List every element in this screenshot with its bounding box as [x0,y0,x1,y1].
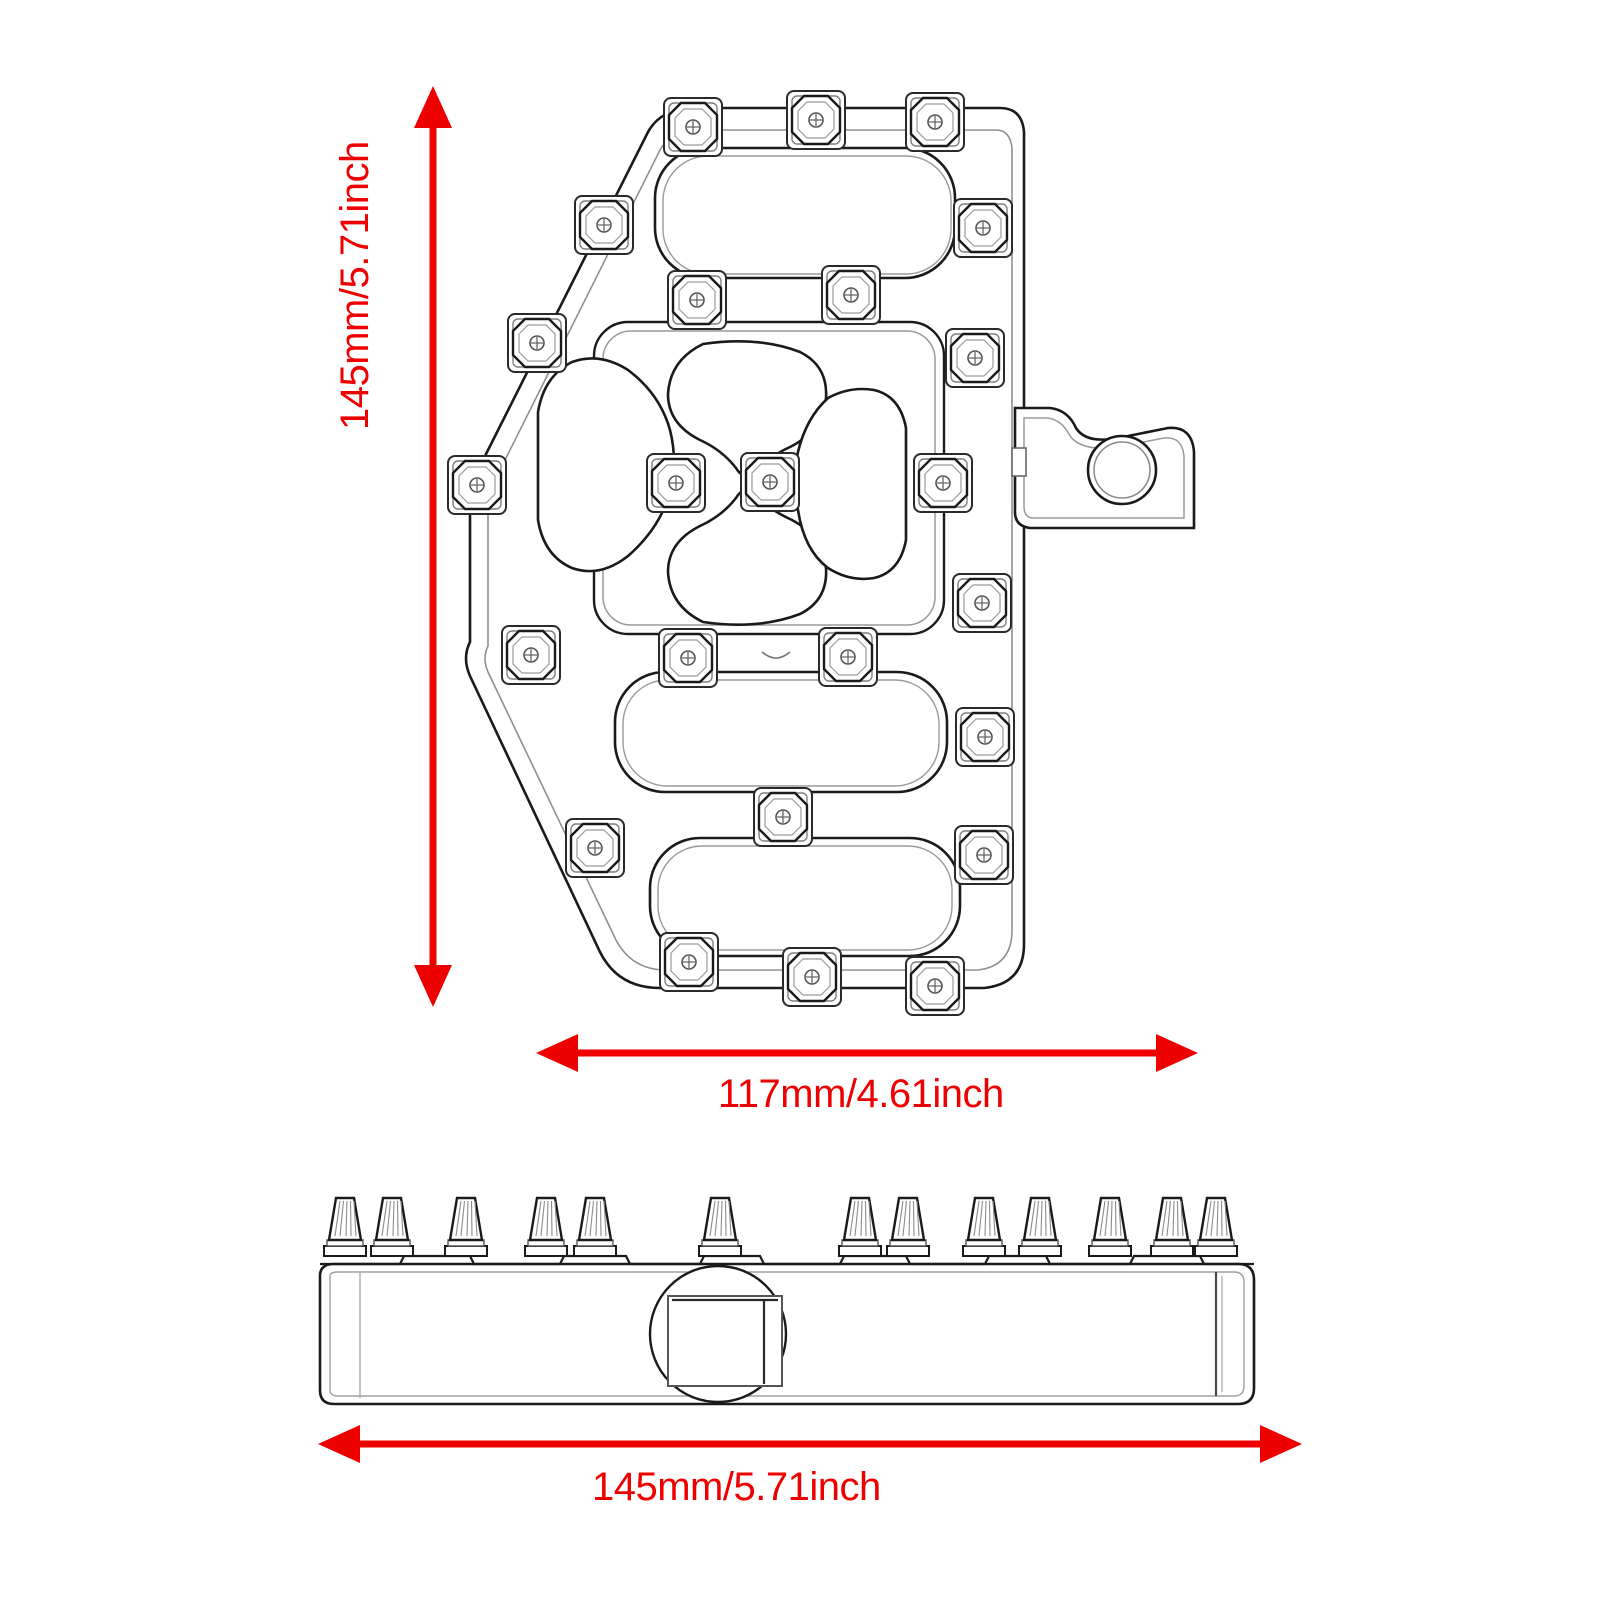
spike-bolt [953,824,1015,886]
spike-bolt [739,451,801,513]
pad-slot-lower-1 [613,670,949,794]
cleat-spike [443,1196,489,1258]
spike-bolt [666,269,728,331]
dimension-arrow-width-bottom [318,1425,1302,1463]
cleat-spike [1017,1196,1063,1258]
spike-bolt [446,454,508,516]
spike-bolt [781,946,843,1008]
spike-bolt [500,624,562,686]
cleat-spike [837,1196,883,1258]
cleat-spike [523,1196,569,1258]
dimension-label-width-top: 117mm/4.61inch [718,1072,1004,1116]
spike-bolt [658,931,720,993]
spike-bolt [954,706,1016,768]
cleat-spike [1193,1196,1239,1258]
dimension-label-width-bottom: 145mm/5.71inch [592,1465,881,1509]
spike-bolt [944,327,1006,389]
dimension-label-height: 145mm/5.71inch [333,141,377,430]
arc-detail [761,651,791,659]
spike-bolt [904,91,966,153]
clover-cutout [536,340,908,626]
spike-bolt [817,626,879,688]
cleat-spike [322,1196,368,1258]
pivot-hole [1086,434,1158,506]
cleat-spike [572,1196,618,1258]
spike-bolt [645,452,707,514]
spike-bolt [657,627,719,689]
dimension-arrows [318,86,1302,1463]
cleat-spike [1149,1196,1195,1258]
side-top-profile [320,1254,1254,1266]
spike-bolt [564,817,626,879]
spike-bolt [573,194,635,256]
mount-bracket [1011,406,1196,530]
spike-bolt [785,89,847,151]
pad-slot-upper [653,146,957,280]
pivot-boss [648,1264,788,1404]
cleat-spike [1087,1196,1133,1258]
cleat-spike [961,1196,1007,1258]
spike-bolt [662,96,724,158]
spike-bolt [912,452,974,514]
spike-bolt [951,572,1013,634]
spike-bolt [952,197,1014,259]
cleat-spike [369,1196,415,1258]
spike-bolt [506,312,568,374]
spike-bolt [820,264,882,326]
spike-bolt [904,955,966,1017]
cleat-spike [885,1196,931,1258]
top-view-group [446,89,1196,1017]
side-view-group [318,1196,1256,1406]
spike-bolt [752,786,814,848]
cleat-spike [697,1196,743,1258]
dimension-arrow-width-top [536,1034,1198,1072]
dimension-arrow-height [414,86,452,1007]
